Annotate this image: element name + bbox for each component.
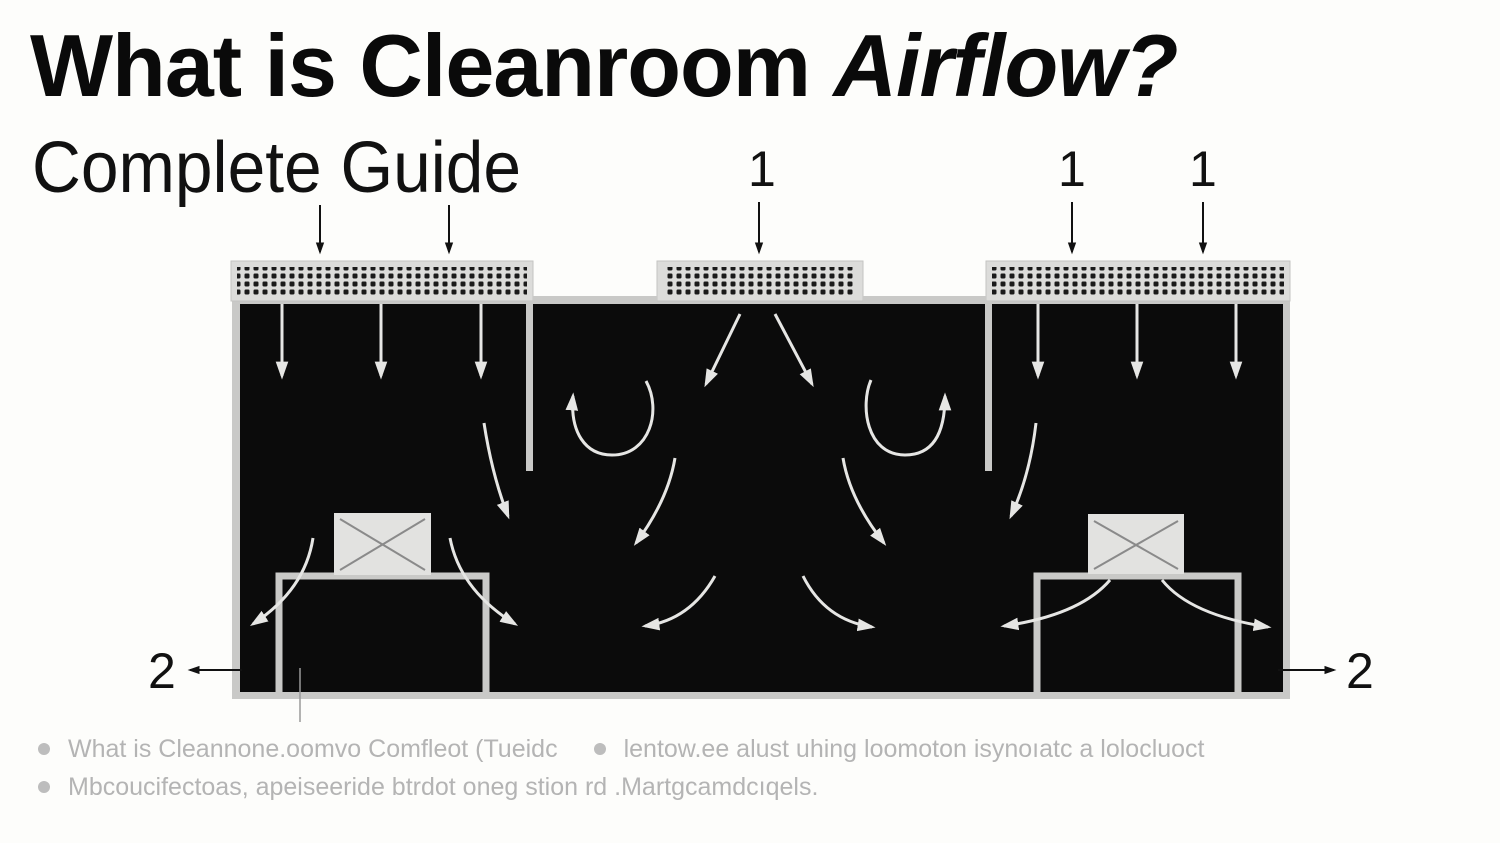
list-item: What is Cleannone.oomvo Comfleot (Tueidc bbox=[38, 735, 558, 764]
curved-arrow-icon bbox=[482, 422, 510, 520]
hepa-filter-right bbox=[985, 260, 1291, 302]
laminar-flow-arrows bbox=[275, 304, 1243, 632]
partition-wall-right bbox=[985, 301, 992, 471]
exhaust-label: 2 bbox=[1346, 643, 1374, 699]
hepa-filter-center bbox=[656, 260, 864, 302]
equipment-unit-right bbox=[1000, 514, 1272, 692]
caption-bullets: What is Cleannone.oomvo Comfleot (Tueidc… bbox=[38, 730, 1298, 806]
bullet-dot-icon bbox=[38, 743, 50, 755]
page-subtitle: Complete Guide bbox=[32, 128, 522, 208]
supply-label: 1 bbox=[748, 141, 776, 197]
equipment-unit-left bbox=[249, 513, 519, 722]
bullet-text: lentow.ee alust uhing loomoton isynoıatc… bbox=[623, 734, 1205, 763]
curved-arrow-icon bbox=[801, 575, 876, 632]
ceiling-segment-right bbox=[863, 296, 986, 304]
bullet-row: What is Cleannone.oomvo Comfleot (Tueidc… bbox=[38, 730, 1298, 768]
diagonal-arrow-icon bbox=[773, 313, 814, 388]
exhaust-markers: 2 2 bbox=[148, 643, 1374, 699]
diagonal-arrow-icon bbox=[704, 313, 742, 388]
list-item: Mbcoucifectoas, apeiseeride btrdot oneg … bbox=[38, 773, 818, 802]
curved-arrow-icon bbox=[448, 537, 519, 626]
ceiling-segment-left bbox=[533, 296, 657, 304]
bullet-dot-icon bbox=[38, 781, 50, 793]
hepa-filter-left bbox=[230, 260, 534, 302]
title-emphasis: Airflow? bbox=[833, 16, 1178, 115]
page-title: What is Cleanroom Airflow? bbox=[30, 22, 1178, 110]
curved-arrow-icon bbox=[249, 537, 315, 626]
curved-arrow-icon bbox=[1009, 422, 1038, 520]
bullet-dot-icon bbox=[593, 743, 606, 755]
partition-wall-left bbox=[526, 301, 533, 471]
supply-label: 1 bbox=[1058, 141, 1086, 197]
supply-markers: 1 1 1 bbox=[315, 141, 1217, 255]
exhaust-label: 2 bbox=[148, 643, 176, 699]
room-structure bbox=[232, 298, 1290, 699]
bullet-row: Mbcoucifectoas, apeiseeride btrdot oneg … bbox=[38, 768, 1298, 806]
title-main: What is Cleanroom bbox=[30, 16, 811, 115]
curved-arrow-icon bbox=[1160, 579, 1272, 632]
bullet-text: Mbcoucifectoas, apeiseeride btrdot oneg … bbox=[68, 772, 819, 801]
curved-arrow-icon bbox=[841, 457, 887, 546]
recirculation-vortex-left bbox=[565, 380, 655, 457]
recirculation-vortex-right bbox=[864, 379, 952, 457]
bullet-text: What is Cleannone.oomvo Comfleot (Tueidc bbox=[68, 734, 558, 763]
curved-arrow-icon bbox=[633, 457, 677, 546]
curved-arrow-icon bbox=[1000, 579, 1112, 631]
curved-arrow-icon bbox=[641, 575, 717, 631]
supply-label: 1 bbox=[1189, 141, 1217, 197]
list-item: lentow.ee alust uhing loomoton isynoıatc… bbox=[593, 734, 1205, 764]
